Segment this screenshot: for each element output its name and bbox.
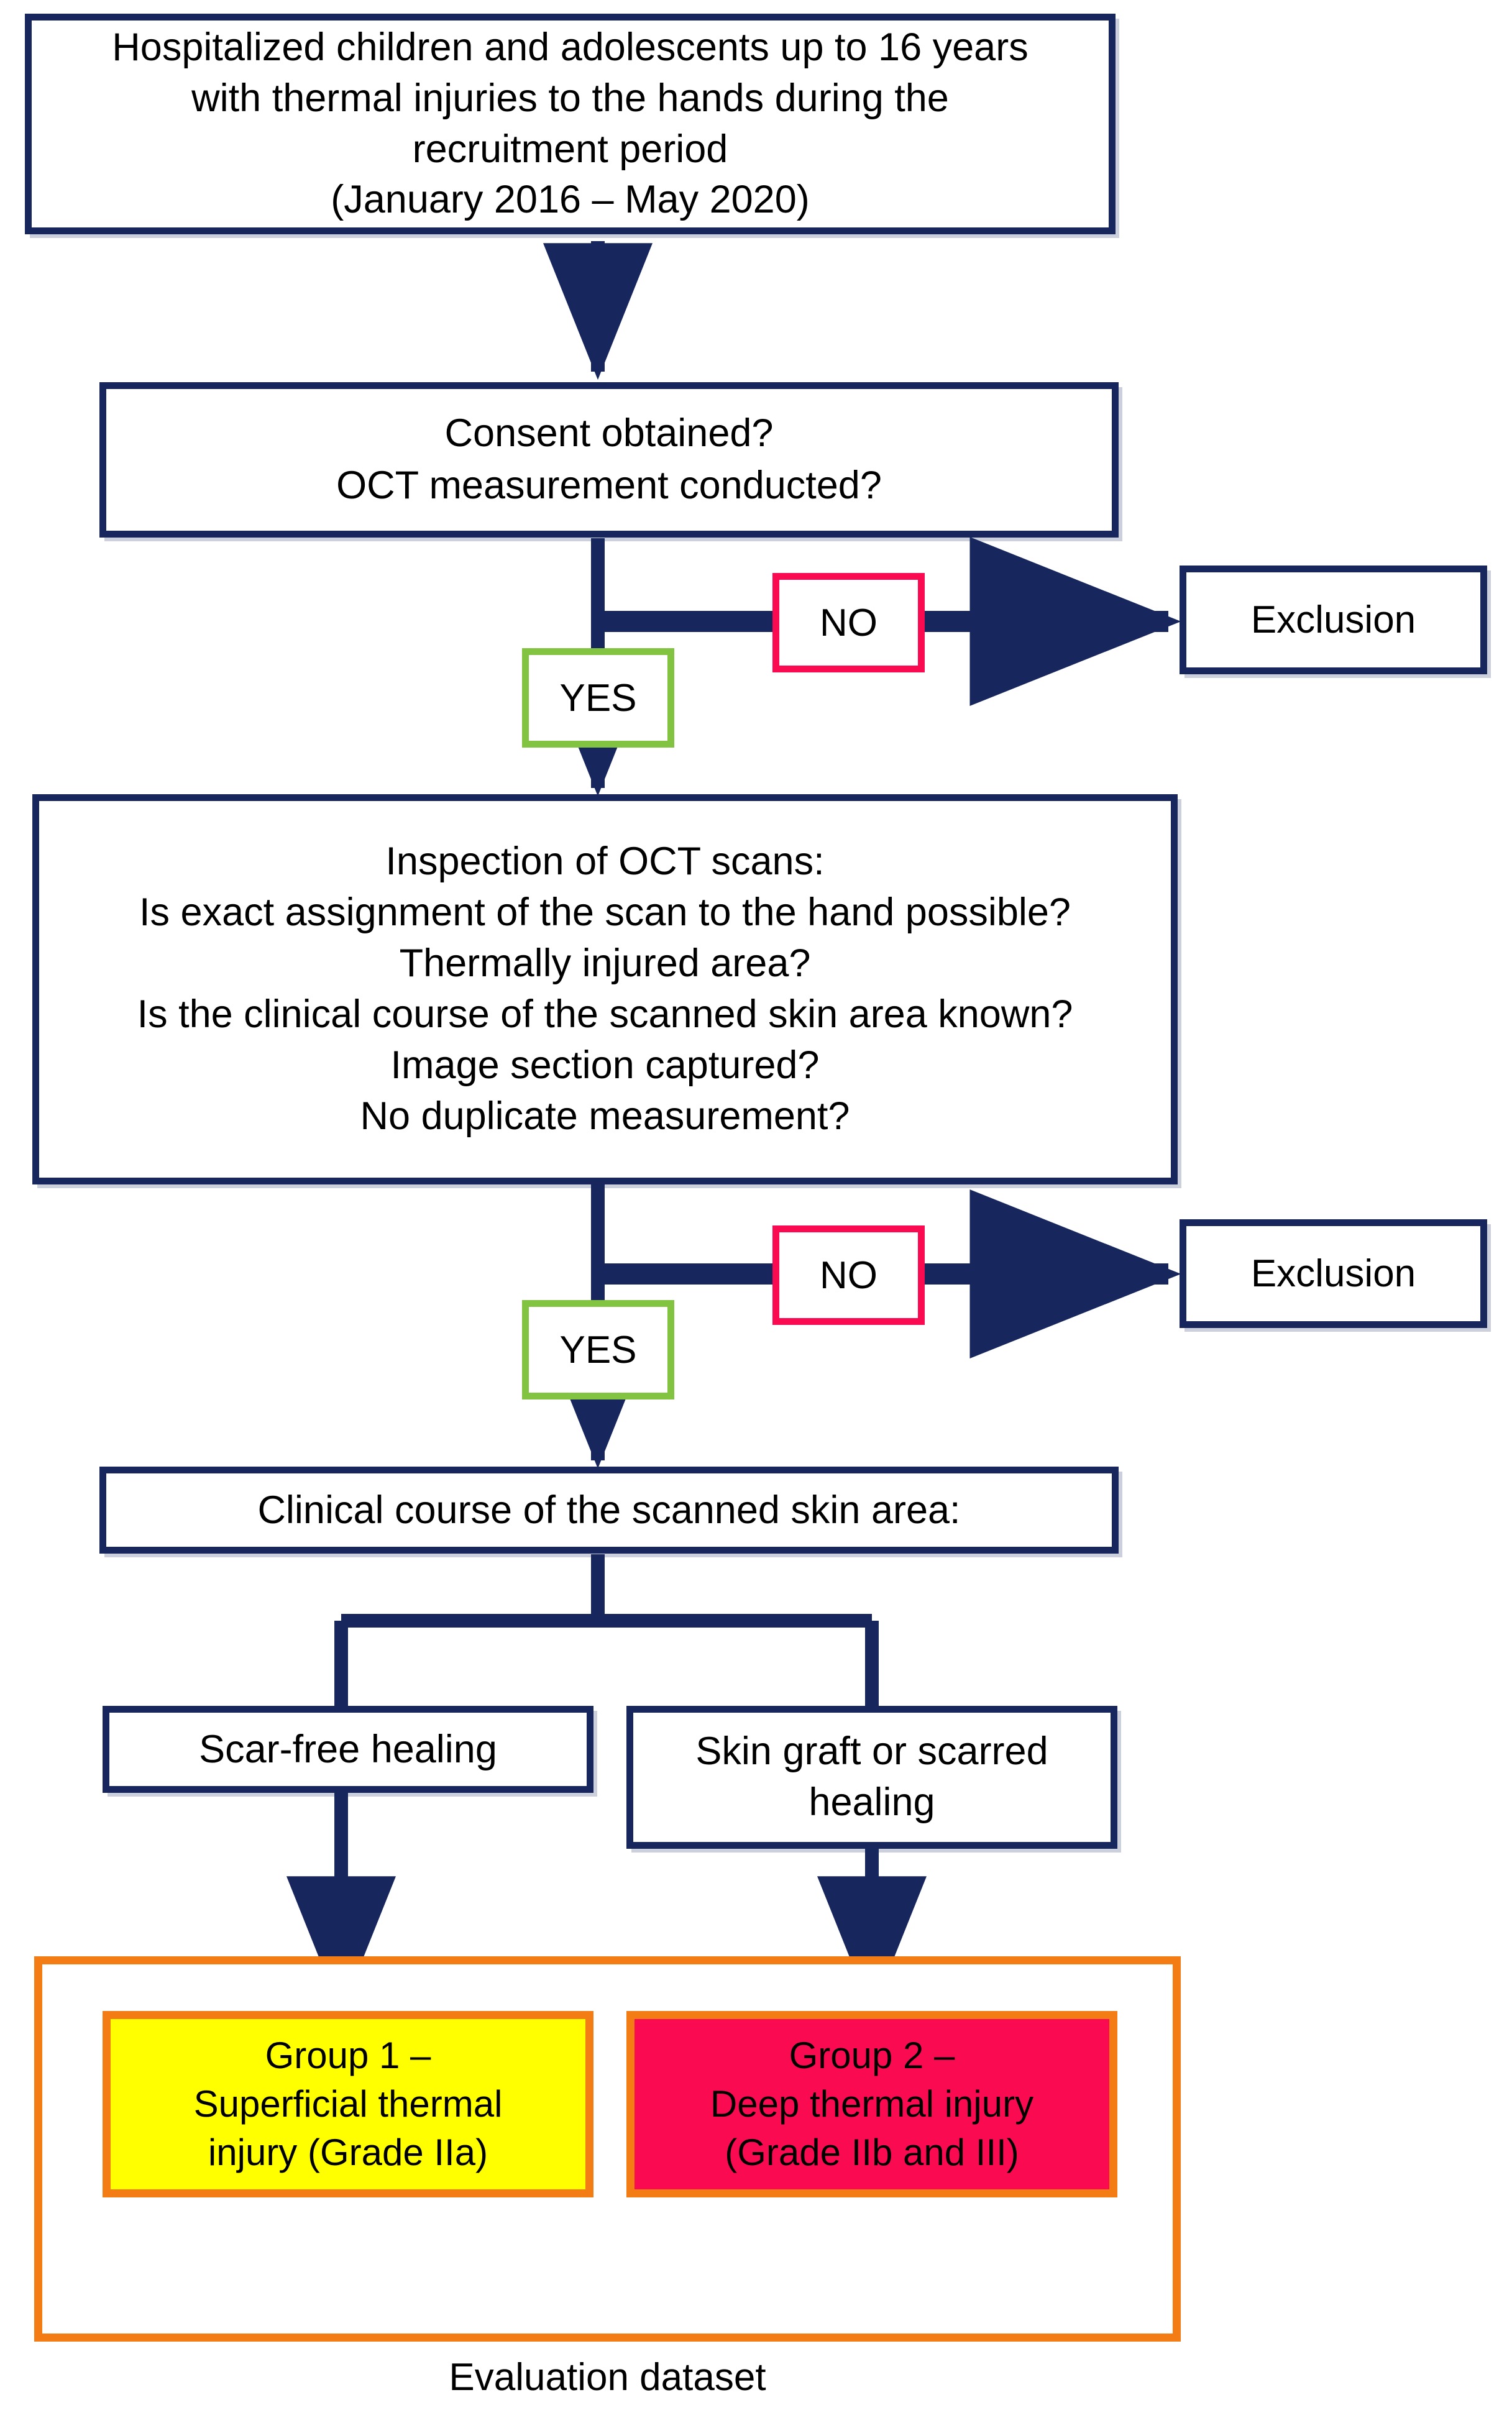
- evaluation-dataset-caption: Evaluation dataset: [449, 2356, 766, 2399]
- node-skin-graft-or-scarred-healing-label: Skin graft or scarred healing: [695, 1729, 1048, 1824]
- node-population-label: Hospitalized children and adolescents up…: [112, 25, 1029, 222]
- label-no-inspection-branch: NO: [772, 1225, 925, 1325]
- node-oct-scan-inspection-label: Inspection of OCT scans: Is exact assign…: [137, 840, 1073, 1138]
- node-group-1-superficial: Group 1 – Superficial thermal injury (Gr…: [103, 2011, 593, 2197]
- node-clinical-course: Clinical course of the scanned skin area…: [99, 1467, 1119, 1554]
- node-exclusion-consent: Exclusion: [1180, 566, 1487, 674]
- label-no-consent-branch: NO: [772, 573, 925, 672]
- node-exclusion-consent-label: Exclusion: [1250, 598, 1416, 641]
- node-scar-free-healing-label: Scar-free healing: [199, 1728, 497, 1771]
- node-exclusion-inspection-label: Exclusion: [1250, 1252, 1416, 1295]
- node-consent-check: Consent obtained? OCT measurement conduc…: [99, 382, 1119, 538]
- label-yes-consent-branch-text: YES: [559, 676, 637, 720]
- label-no-inspection-branch-text: NO: [820, 1253, 877, 1297]
- node-group-2-deep: Group 2 – Deep thermal injury (Grade IIb…: [626, 2011, 1117, 2197]
- node-group-2-deep-label: Group 2 – Deep thermal injury (Grade IIb…: [710, 2035, 1034, 2173]
- node-scar-free-healing: Scar-free healing: [103, 1706, 593, 1793]
- label-yes-inspection-branch: YES: [522, 1300, 674, 1399]
- node-group-1-superficial-label: Group 1 – Superficial thermal injury (Gr…: [193, 2035, 503, 2173]
- node-clinical-course-label: Clinical course of the scanned skin area…: [257, 1488, 961, 1532]
- node-skin-graft-or-scarred-healing: Skin graft or scarred healing: [626, 1706, 1117, 1849]
- node-exclusion-inspection: Exclusion: [1180, 1219, 1487, 1328]
- label-no-consent-branch-text: NO: [820, 601, 877, 644]
- label-yes-consent-branch: YES: [522, 648, 674, 748]
- node-population: Hospitalized children and adolescents up…: [25, 14, 1116, 234]
- node-consent-check-label: Consent obtained? OCT measurement conduc…: [336, 411, 882, 507]
- node-oct-scan-inspection: Inspection of OCT scans: Is exact assign…: [32, 794, 1178, 1184]
- label-yes-inspection-branch-text: YES: [559, 1328, 637, 1372]
